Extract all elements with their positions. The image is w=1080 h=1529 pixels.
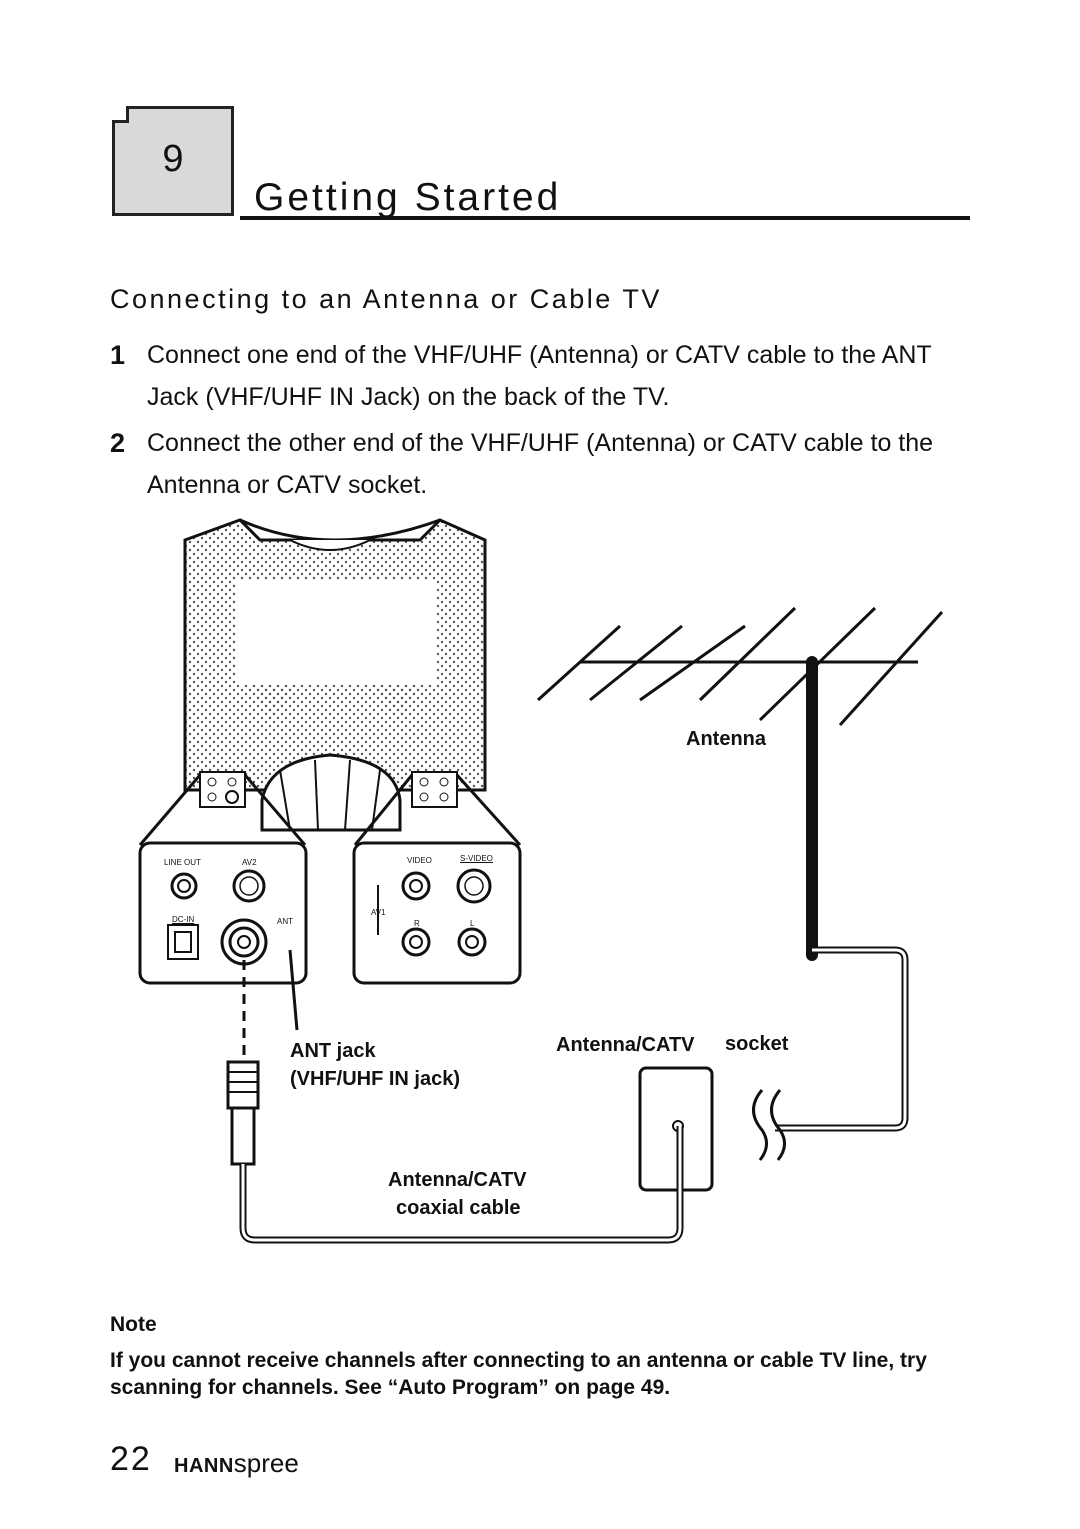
ant-label: ANT (277, 917, 293, 926)
step-number-1: 1 (110, 340, 126, 370)
section-heading: Connecting to an Antenna or Cable TV (110, 284, 662, 314)
tv-back-illustration (183, 518, 487, 832)
socket-label-a: Antenna/CATV (556, 1034, 695, 1056)
right-jack-panel (352, 841, 522, 985)
line-out-label: LINE OUT (164, 858, 201, 867)
cable-label-a: Antenna/CATV (388, 1169, 527, 1191)
note-text: If you cannot receive channels after con… (110, 1349, 927, 1399)
brand-bold: HANN (174, 1455, 234, 1477)
left-jack-panel (138, 841, 308, 985)
av2-label: AV2 (242, 858, 257, 867)
brand-rest: spree (233, 1448, 299, 1478)
step-text-2: Connect the other end of the VHF/UHF (An… (147, 429, 934, 499)
connection-diagram (138, 518, 944, 1244)
cable-label-b: coaxial cable (396, 1197, 521, 1219)
dc-in-label: DC-IN (172, 915, 195, 924)
antenna-illustration (536, 606, 944, 1161)
av1-label: AV1 (371, 908, 386, 917)
page-title: Getting Started (254, 176, 562, 219)
coaxial-cable (226, 949, 684, 1244)
vhf-uhf-in-label: (VHF/UHF IN jack) (290, 1068, 461, 1090)
socket-label-b: socket (725, 1033, 789, 1055)
title-underline (240, 216, 970, 220)
r-label: R (414, 919, 420, 928)
brand-logo: HANNspree (174, 1448, 299, 1479)
step-text-1: Connect one end of the VHF/UHF (Antenna)… (147, 341, 932, 411)
page-number: 22 (110, 1440, 152, 1478)
chapter-tab (112, 106, 234, 216)
note-label: Note (110, 1313, 157, 1336)
video-label: VIDEO (407, 856, 432, 865)
ant-jack-label: ANT jack (290, 1040, 376, 1062)
wall-socket (638, 1066, 714, 1192)
chapter-number: 9 (162, 138, 184, 180)
antenna-label: Antenna (686, 728, 766, 750)
step-number-2: 2 (110, 428, 126, 458)
s-video-label: S-VIDEO (460, 854, 493, 863)
l-label: L (470, 919, 475, 928)
